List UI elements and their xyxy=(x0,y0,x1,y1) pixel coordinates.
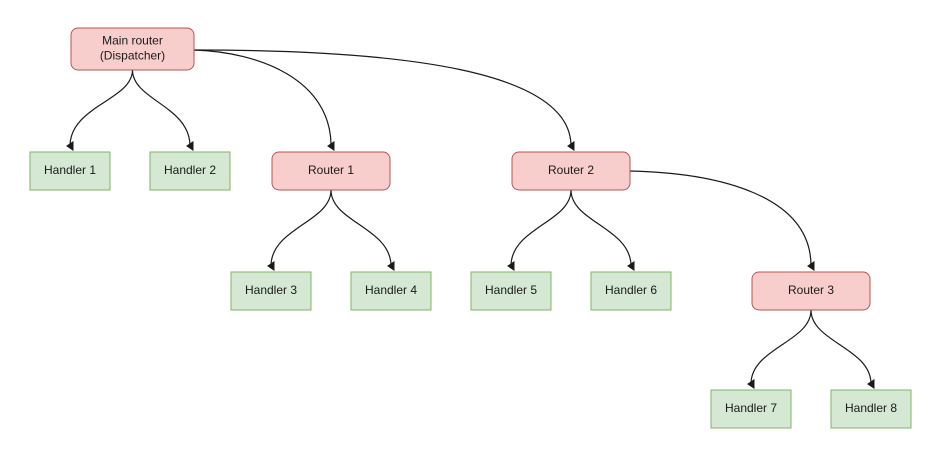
edge-router-3-to-handler-7[interactable] xyxy=(751,309,812,384)
node-shape-router-1[interactable] xyxy=(271,151,391,191)
node-shape-router-2[interactable] xyxy=(511,151,631,191)
node-shape-main-router[interactable] xyxy=(70,27,195,71)
node-label-router-2: Router 2 xyxy=(548,163,594,177)
node-handler-3[interactable]: Handler 3 xyxy=(230,271,312,311)
node-router-2[interactable]: Router 2 xyxy=(511,151,631,191)
node-shape-router-3[interactable] xyxy=(751,271,871,311)
edge-router-2-to-handler-6[interactable] xyxy=(570,189,631,266)
edge-router-1-to-handler-4[interactable] xyxy=(330,189,391,266)
node-shape-handler-3[interactable] xyxy=(230,271,312,311)
node-handler-4[interactable]: Handler 4 xyxy=(350,271,432,311)
node-label-handler-8: Handler 8 xyxy=(845,401,897,415)
node-shape-handler-7[interactable] xyxy=(710,389,792,429)
edge-main-to-handler-2[interactable] xyxy=(131,69,191,146)
node-handler-1[interactable]: Handler 1 xyxy=(29,151,111,191)
node-router-1[interactable]: Router 1 xyxy=(271,151,391,191)
node-handler-5[interactable]: Handler 5 xyxy=(470,271,552,311)
node-shape-handler-6[interactable] xyxy=(590,271,672,311)
node-handler-6[interactable]: Handler 6 xyxy=(590,271,672,311)
node-shape-handler-4[interactable] xyxy=(350,271,432,311)
edge-main-to-router-2[interactable] xyxy=(193,49,571,146)
node-label-router-3: Router 3 xyxy=(788,283,834,297)
node-shape-handler-5[interactable] xyxy=(470,271,552,311)
node-label-main-router: Main router(Dispatcher) xyxy=(100,34,165,63)
node-label-handler-7: Handler 7 xyxy=(725,401,777,415)
edges-layer xyxy=(70,49,871,384)
node-label-handler-5: Handler 5 xyxy=(485,283,537,297)
edge-router-2-to-handler-5[interactable] xyxy=(511,189,572,266)
node-shape-handler-1[interactable] xyxy=(29,151,111,191)
node-main-router[interactable]: Main router(Dispatcher) xyxy=(70,27,195,71)
node-label-handler-4: Handler 4 xyxy=(365,283,417,297)
node-label-router-1: Router 1 xyxy=(308,163,354,177)
node-label-handler-1: Handler 1 xyxy=(44,163,96,177)
nodes-layer: Main router(Dispatcher) Handler 1 Handler … xyxy=(29,27,912,429)
node-shape-handler-8[interactable] xyxy=(830,389,912,429)
node-label-handler-6: Handler 6 xyxy=(605,283,657,297)
node-handler-2[interactable]: Handler 2 xyxy=(149,151,231,191)
node-label-handler-3: Handler 3 xyxy=(245,283,297,297)
node-handler-8[interactable]: Handler 8 xyxy=(830,389,912,429)
edge-router-1-to-handler-3[interactable] xyxy=(271,189,332,266)
edge-main-to-router-1[interactable] xyxy=(193,49,331,146)
node-shape-handler-2[interactable] xyxy=(149,151,231,191)
edge-router-2-to-router-3[interactable] xyxy=(629,170,811,266)
node-label-handler-2: Handler 2 xyxy=(164,163,216,177)
edge-router-3-to-handler-8[interactable] xyxy=(810,309,871,384)
node-handler-7[interactable]: Handler 7 xyxy=(710,389,792,429)
node-router-3[interactable]: Router 3 xyxy=(751,271,871,311)
edge-main-to-handler-1[interactable] xyxy=(70,69,134,146)
